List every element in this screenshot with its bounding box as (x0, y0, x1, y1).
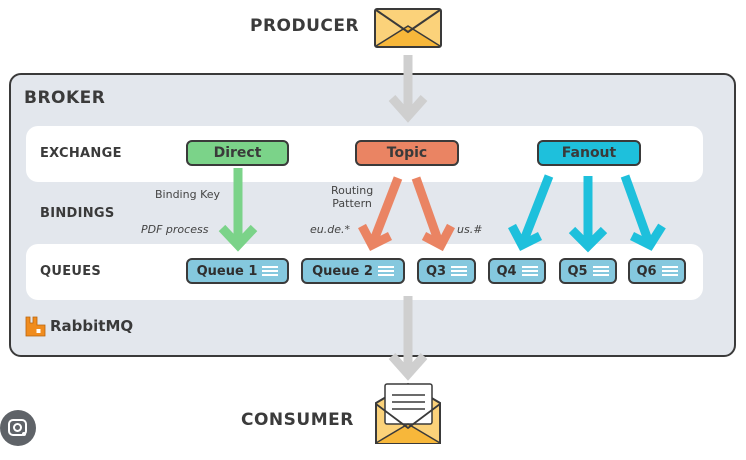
queue-item[interactable]: Q4 (488, 258, 546, 284)
direct-binding-arrow (218, 168, 258, 252)
queue-lines-icon (592, 266, 609, 276)
rabbitmq-brand-name: RabbitMQ (50, 317, 134, 335)
routing-pattern-line1: Routing (331, 184, 374, 197)
routing-pattern-line2: Pattern (332, 197, 372, 210)
bindings-row-label: BINDINGS (40, 206, 115, 221)
routing-key-left: eu.de.* (310, 223, 350, 236)
queue-label: Q3 (425, 263, 447, 279)
broker-panel (9, 73, 736, 357)
queue-item[interactable]: Q5 (559, 258, 617, 284)
binding-key-label: Binding Key (155, 188, 221, 201)
queue-item[interactable]: Q6 (628, 258, 686, 284)
fanout-binding-arrow-right (620, 174, 666, 251)
exchange-direct[interactable]: Direct (186, 140, 289, 166)
queue-label: Queue 2 (312, 263, 373, 279)
queue-label: Q6 (636, 263, 657, 279)
lens-search-icon[interactable] (0, 410, 36, 446)
exchange-topic[interactable]: Topic (355, 140, 459, 166)
queue-label: Q5 (567, 263, 588, 279)
exchange-fanout[interactable]: Fanout (537, 140, 641, 166)
fanout-binding-arrow-middle (568, 176, 608, 253)
queue-item[interactable]: Queue 1 (186, 258, 289, 284)
producer-flow-arrow (388, 55, 428, 123)
queue-item[interactable]: Q3 (417, 258, 476, 284)
queue-lines-icon (661, 266, 678, 276)
queue-lines-icon (377, 266, 394, 276)
consumer-label: CONSUMER (241, 410, 354, 430)
queue-lines-icon (521, 266, 538, 276)
queue-item[interactable]: Queue 2 (301, 258, 405, 284)
producer-label: PRODUCER (250, 16, 360, 36)
queue-label: Q4 (496, 263, 517, 279)
fanout-binding-arrow-left (508, 174, 554, 251)
broker-title: BROKER (24, 88, 106, 108)
routing-key-right: us.# (457, 223, 483, 236)
envelope-open-letter-icon (375, 382, 441, 444)
consumer-flow-arrow (388, 296, 428, 381)
queue-lines-icon (262, 266, 279, 276)
topic-binding-arrow-right (411, 176, 455, 252)
envelope-closed-icon (374, 8, 442, 48)
routing-pattern-label: Routing Pattern (331, 184, 373, 210)
queues-row-label: QUEUES (40, 264, 102, 279)
exchange-row-label: EXCHANGE (40, 146, 122, 161)
binding-key-value: PDF process (141, 223, 209, 236)
topic-binding-arrow-left (358, 176, 403, 251)
queue-lines-icon (451, 266, 468, 276)
queue-label: Queue 1 (196, 263, 258, 279)
